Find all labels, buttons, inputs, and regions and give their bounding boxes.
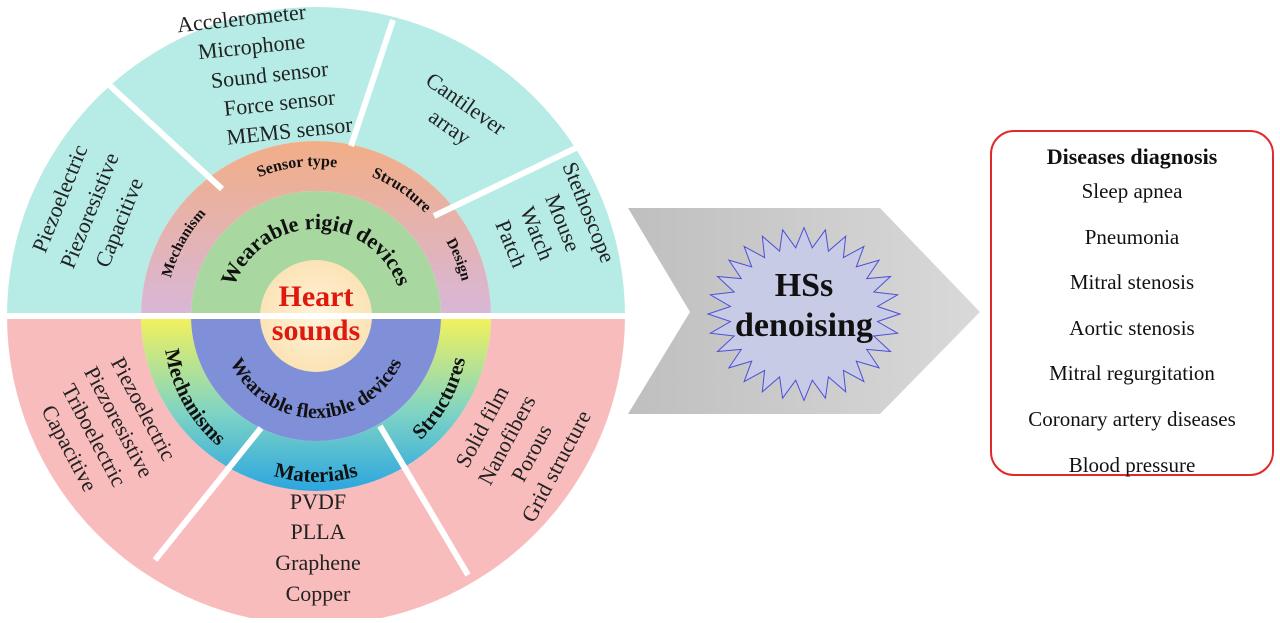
diagnosis-item: Mitral stenosis [1069, 270, 1195, 295]
rigid-outer-ring [7, 7, 625, 316]
diagnosis-item: Mitral regurgitation [1049, 361, 1215, 386]
flexible-materials-items: PVDF PLLA Graphene Copper [275, 489, 361, 606]
process-title-line1: HSs [775, 267, 834, 304]
rigid-mid-ring [141, 141, 491, 316]
flexible-material-item: Copper [286, 581, 351, 606]
flexible-mid-ring [141, 316, 491, 491]
flexible-material-item: PVDF [290, 489, 346, 514]
flexible-outer-ring [7, 316, 625, 623]
starburst-badge [706, 226, 902, 402]
flexible-sector-dividers [152, 424, 471, 577]
process-title-line2: denoising [735, 307, 873, 344]
center-title-line2: sounds [272, 314, 360, 347]
flexible-inner-ring [191, 316, 441, 441]
diagnosis-item: Blood pressure [1068, 452, 1196, 477]
diagnosis-item: Sleep apnea [1081, 179, 1183, 203]
diagnosis-item: Aortic stenosis [1069, 315, 1195, 340]
diagnosis-item: Coronary artery diseases [1028, 406, 1236, 431]
rigid-sector-dividers [103, 19, 582, 219]
flexible-material-item: Graphene [275, 550, 361, 575]
diagnosis-box: Diseases diagnosis Sleep apnea Pneumonia… [990, 130, 1274, 477]
diagnosis-item: Pneumonia [1084, 224, 1180, 249]
diagnosis-list: Sleep apnea Pneumonia Mitral stenosis Ao… [992, 176, 1272, 495]
rigid-inner-ring [191, 191, 441, 316]
diagnosis-title: Diseases diagnosis [1046, 144, 1218, 169]
center-title-line1: Heart [279, 280, 354, 313]
flexible-material-item: PLLA [291, 519, 346, 544]
